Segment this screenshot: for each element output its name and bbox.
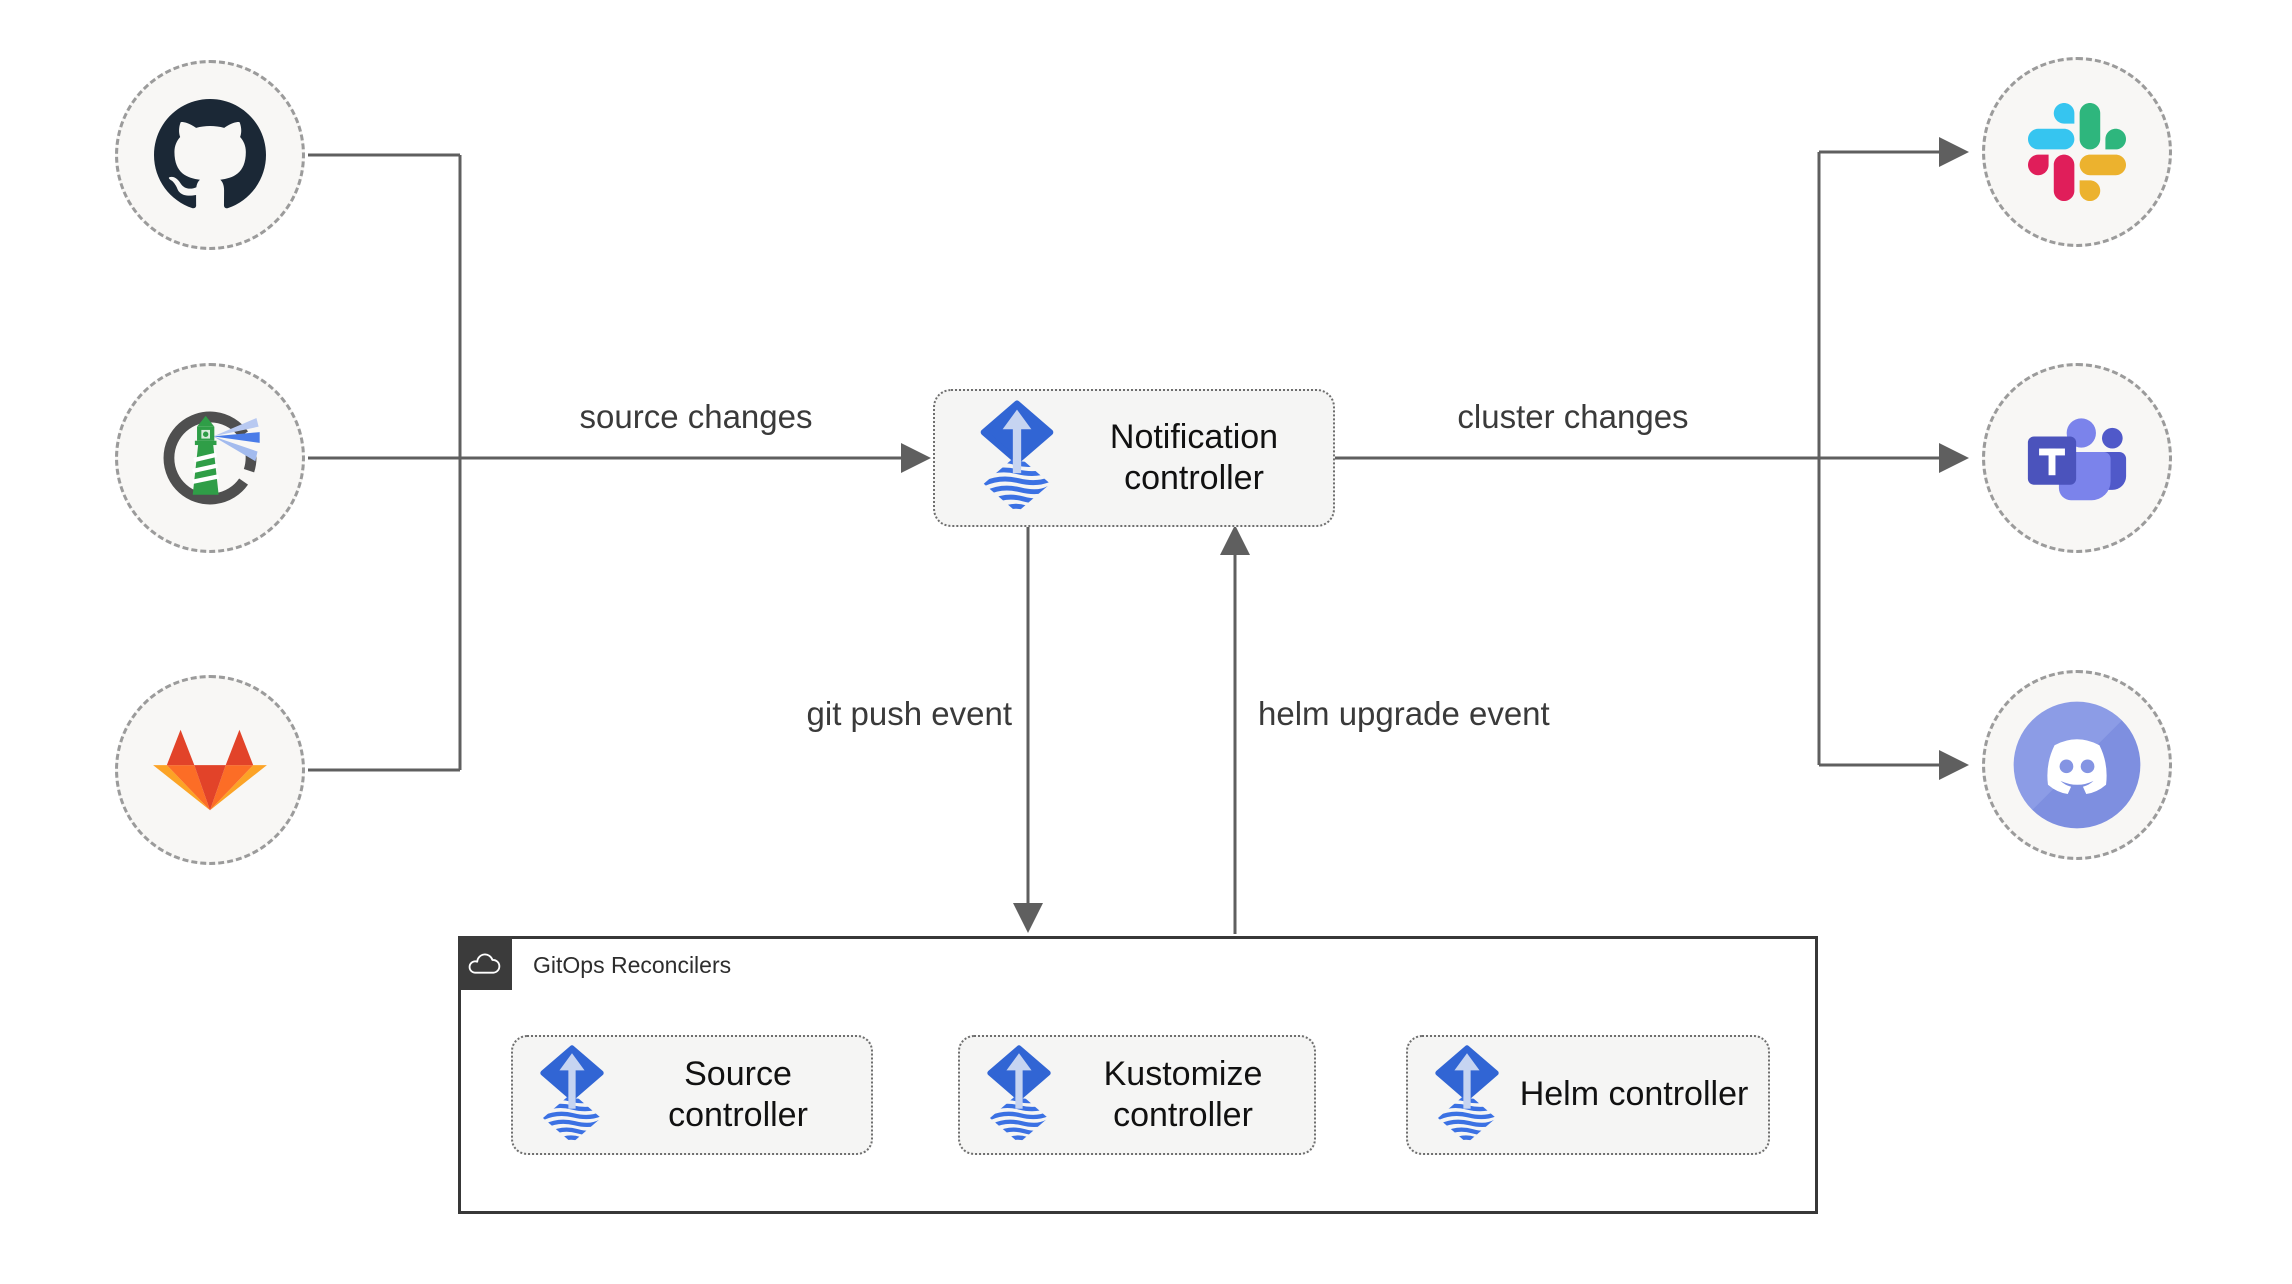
container-badge	[458, 936, 512, 990]
node-teams	[1982, 363, 2172, 553]
node-source-controller: Source controller	[511, 1035, 873, 1155]
github-icon	[154, 99, 266, 209]
discord-icon	[2013, 701, 2141, 829]
flux-icon	[540, 1044, 604, 1143]
flux-icon	[980, 400, 1054, 513]
gitlab-icon	[153, 729, 267, 811]
edge-label-source-changes: source changes	[579, 398, 813, 435]
notification-controller-label: Notification controller	[1109, 417, 1279, 497]
node-github	[115, 60, 305, 250]
kustomize-controller-label: Kustomize controller	[1103, 1054, 1263, 1134]
node-slack	[1982, 57, 2172, 247]
teams-icon	[2027, 418, 2127, 501]
source-controller-label: Source controller	[668, 1054, 808, 1134]
node-notification-controller: Notification controller	[933, 389, 1335, 527]
edge-label-cluster-changes: cluster changes	[1457, 398, 1689, 435]
left-branch-lines	[308, 153, 462, 772]
edge-label-git-push-event: git push event	[806, 695, 1012, 732]
node-helm-controller: Helm controller	[1406, 1035, 1770, 1155]
helm-controller-label: Helm controller	[1519, 1075, 1749, 1114]
flux-icon	[987, 1044, 1051, 1143]
cloud-icon	[468, 953, 501, 974]
container-gitops-reconcilers: GitOps Reconcilers Source controller	[458, 936, 1818, 1214]
harbor-icon	[163, 411, 260, 505]
node-harbor	[115, 363, 305, 553]
node-kustomize-controller: Kustomize controller	[958, 1035, 1316, 1155]
container-title: GitOps Reconcilers	[533, 951, 732, 978]
slack-icon	[2028, 103, 2126, 201]
node-discord	[1982, 670, 2172, 860]
edge-label-helm-upgrade-event: helm upgrade event	[1258, 695, 1550, 732]
node-gitlab	[115, 675, 305, 865]
flux-icon	[1435, 1044, 1499, 1143]
